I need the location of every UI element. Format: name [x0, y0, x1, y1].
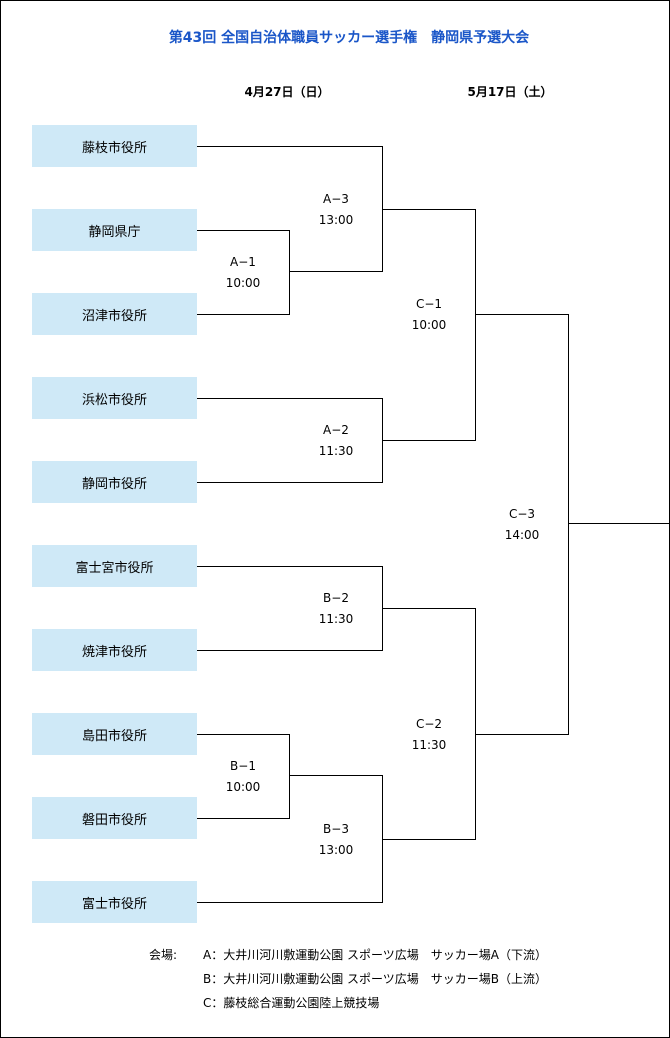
match-b2-label: B−2	[323, 591, 349, 605]
bracket-line	[289, 271, 383, 272]
match-a1-time: 10:00	[225, 276, 261, 290]
bracket-line	[289, 230, 290, 315]
bracket-line	[197, 482, 383, 483]
team-shimada: 島田市役所	[32, 713, 197, 755]
venue-a: A：大井川河川敷運動公園 スポーツ広場 サッカー場A（下流）	[203, 948, 547, 962]
match-a2: A−2 11:30	[296, 420, 376, 462]
team-fuji: 富士市役所	[32, 881, 197, 923]
team-yaizu: 焼津市役所	[32, 629, 197, 671]
match-b3-label: B−3	[323, 822, 349, 836]
date-round1: 4月27日（日）	[244, 85, 330, 99]
bracket-line	[382, 209, 476, 210]
match-a3: A−3 13:00	[296, 189, 376, 231]
match-b2-time: 11:30	[318, 612, 354, 626]
match-c1: C−1 10:00	[389, 294, 469, 336]
match-c3-label: C−3	[508, 507, 536, 521]
match-c1-label: C−1	[415, 297, 443, 311]
venue-label: 会場:	[149, 948, 178, 962]
bracket-line	[197, 818, 290, 819]
team-fujinomiya: 富士宮市役所	[32, 545, 197, 587]
bracket-line	[382, 608, 476, 609]
bracket-line	[568, 314, 569, 735]
match-b2: B−2 11:30	[296, 588, 376, 630]
team-hamamatsu: 浜松市役所	[32, 377, 197, 419]
bracket-line	[475, 734, 569, 735]
match-b1: B−1 10:00	[203, 756, 283, 798]
page-title: 第43回 全国自治体職員サッカー選手権 静岡県予選大会	[168, 30, 530, 46]
match-c2: C−2 11:30	[389, 714, 469, 756]
match-b3-time: 13:00	[318, 843, 354, 857]
bracket-line	[382, 440, 476, 441]
bracket-line	[197, 314, 290, 315]
match-a1-label: A−1	[230, 255, 256, 269]
match-a3-label: A−3	[323, 192, 349, 206]
bracket-line	[197, 146, 383, 147]
match-a2-time: 11:30	[318, 444, 354, 458]
venue-c: C：藤枝総合運動公園陸上競技場	[203, 996, 380, 1010]
venue-row: B：大井川河川敷運動公園 スポーツ広場 サッカー場B（上流）	[149, 967, 547, 991]
match-c3: C−3 14:00	[482, 504, 562, 546]
match-a2-label: A−2	[323, 423, 349, 437]
bracket-line	[475, 608, 476, 840]
bracket-line	[197, 230, 290, 231]
match-b1-time: 10:00	[225, 780, 261, 794]
bracket-line	[197, 650, 383, 651]
bracket-line	[382, 839, 476, 840]
team-shizuoka-city: 静岡市役所	[32, 461, 197, 503]
venue-row: C：藤枝総合運動公園陸上競技場	[149, 991, 547, 1015]
team-fujieda: 藤枝市役所	[32, 125, 197, 167]
match-b3: B−3 13:00	[296, 819, 376, 861]
match-a3-time: 13:00	[318, 213, 354, 227]
bracket-line	[197, 566, 383, 567]
bracket-line	[475, 209, 476, 441]
team-shizuoka-pref: 静岡県庁	[32, 209, 197, 251]
team-numazu: 沼津市役所	[32, 293, 197, 335]
match-c1-time: 10:00	[411, 318, 447, 332]
bracket-line	[289, 775, 383, 776]
bracket-line	[197, 398, 383, 399]
match-c2-label: C−2	[415, 717, 443, 731]
bracket-line	[197, 734, 290, 735]
bracket-line	[197, 902, 383, 903]
venue-b: B：大井川河川敷運動公園 スポーツ広場 サッカー場B（上流）	[203, 972, 548, 986]
match-c3-time: 14:00	[504, 528, 540, 542]
match-b1-label: B−1	[230, 759, 256, 773]
date-round2: 5月17日（土）	[467, 85, 553, 99]
team-iwata: 磐田市役所	[32, 797, 197, 839]
bracket-line	[568, 523, 669, 524]
match-a1: A−1 10:00	[203, 252, 283, 294]
venue-row: 会場: A：大井川河川敷運動公園 スポーツ広場 サッカー場A（下流）	[149, 943, 547, 967]
bracket-line	[289, 734, 290, 819]
match-c2-time: 11:30	[411, 738, 447, 752]
venue-list: 会場: A：大井川河川敷運動公園 スポーツ広場 サッカー場A（下流） B：大井川…	[149, 943, 547, 1015]
bracket-line	[475, 314, 569, 315]
